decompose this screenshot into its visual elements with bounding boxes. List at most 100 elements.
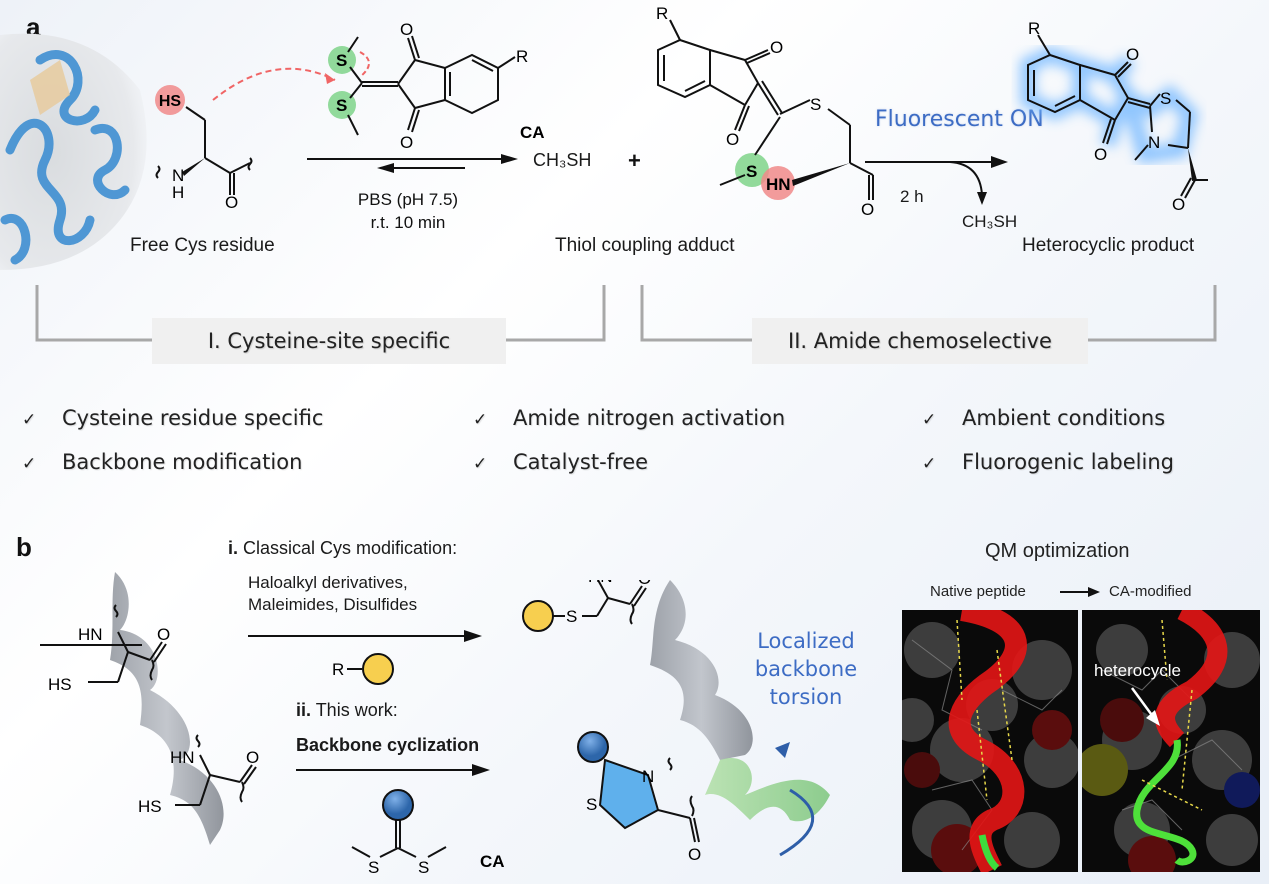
svg-text:HS: HS (48, 675, 72, 694)
svg-text:O: O (638, 580, 651, 588)
svg-text:S: S (1160, 89, 1171, 108)
starting-peptide-helix: HN O HS HN O HS (40, 572, 259, 845)
thiol-highlight (155, 85, 185, 115)
route-ii-arrow (296, 764, 490, 776)
ca-label: CA (520, 123, 545, 142)
svg-text:N: N (1148, 133, 1160, 152)
heterocycle-pointer-arrow (1130, 687, 1156, 719)
svg-text:N: N (172, 166, 184, 185)
check-icon: ✓ (473, 454, 488, 474)
reaction-condition-solvent: PBS (pH 7.5) (357, 190, 459, 209)
thiol-coupling-adduct-structure: O O S S HN O R (656, 5, 874, 215)
free-cys-structure: HS N H O (155, 85, 253, 210)
svg-text:N: N (642, 767, 654, 786)
product-substituent-r: R (1028, 20, 1040, 38)
svg-text:O: O (157, 625, 170, 644)
route-i-reagents-line2: Maleimides, Disulfides (248, 595, 418, 614)
blue-reagent-icon (382, 789, 414, 821)
check-icon: ✓ (473, 410, 488, 430)
section-brackets (35, 285, 1217, 342)
ca-modified-peptide-render: heterocycle (1082, 610, 1260, 872)
plus-sign: + (628, 148, 641, 173)
svg-text:S: S (336, 96, 347, 115)
svg-text:S: S (746, 162, 757, 181)
feature-label: Amide nitrogen activation (513, 406, 786, 430)
yellow-reagent-icon (522, 600, 554, 632)
qm-title: QM optimization (985, 540, 1130, 562)
route-i-title: i. Classical Cys modification: (228, 538, 457, 559)
svg-text:O: O (400, 20, 413, 39)
route-i-reagents-line1: Haloalkyl derivatives, (248, 573, 408, 592)
svg-text:HN: HN (588, 580, 613, 586)
section-amide-chemoselective: II. Amide chemoselective (752, 318, 1088, 364)
heterocycle-annotation: heterocycle (1094, 661, 1181, 680)
feature-item: ✓ Amide nitrogen activation (473, 406, 785, 430)
svg-text:HN: HN (170, 748, 195, 767)
route-i-prefix: i. (228, 538, 239, 558)
reagent-r-symbol: R (332, 660, 344, 679)
step2-byproduct: CH₃SH (962, 212, 1018, 231)
equilibrium-arrow (307, 154, 518, 173)
check-icon: ✓ (22, 454, 37, 474)
svg-text:S: S (810, 95, 821, 114)
svg-text:O: O (861, 200, 874, 215)
feature-item: ✓ Ambient conditions (922, 406, 1165, 430)
sulfur-highlight-2 (328, 91, 356, 119)
section-cysteine-site-specific: I. Cysteine-site specific (152, 318, 506, 364)
svg-text:O: O (1172, 195, 1185, 210)
svg-text:H: H (172, 183, 184, 202)
feature-item: ✓ Cysteine residue specific (22, 406, 323, 430)
feature-label: Cysteine residue specific (62, 406, 324, 430)
step2-time: 2 h (900, 187, 924, 206)
feature-label: Fluorogenic labeling (962, 450, 1174, 474)
adduct-label: Thiol coupling adduct (555, 235, 735, 256)
svg-text:O: O (246, 748, 259, 767)
ca-substituent-r: R (516, 47, 528, 66)
torsion-label-line2: backbone (754, 657, 858, 681)
ca-generic-reagent: S S CA (351, 789, 505, 875)
route-i-arrow (248, 630, 482, 642)
svg-text:O: O (770, 38, 783, 57)
ca-generic-label: CA (480, 852, 505, 871)
free-cys-label: Free Cys residue (130, 235, 275, 256)
product-label: Heterocyclic product (1022, 235, 1195, 256)
feature-item: ✓Fluorogenic labeling (922, 450, 1174, 474)
svg-text:HS: HS (138, 797, 162, 816)
route-ii-title-text: This work: (311, 700, 398, 720)
panel-b-letter: b (16, 532, 32, 562)
check-icon: ✓ (22, 410, 37, 430)
feature-label: Catalyst-free (513, 450, 649, 474)
svg-text:S: S (368, 858, 379, 875)
check-icon: ✓ (922, 410, 937, 430)
route-ii-prefix: ii. (296, 700, 312, 720)
svg-text:S: S (586, 795, 597, 814)
nucleophilic-attack-arrow (212, 67, 336, 101)
reaction-condition-time: r.t. 10 min (370, 213, 446, 232)
byproduct-methanethiol: CH₃SH (533, 150, 592, 170)
feature-item: ✓ Catalyst-free (473, 450, 648, 474)
yellow-reagent-icon (362, 653, 394, 685)
svg-text:S: S (336, 51, 347, 70)
route-i-title-text: Classical Cys modification: (238, 538, 458, 558)
cyclization-arrow (865, 156, 1008, 205)
fluorescent-on-label: Fluorescent ON (875, 107, 1044, 132)
r-yellow-reagent: R (332, 653, 394, 685)
qm-to-label: CA-modified (1109, 583, 1192, 600)
adduct-substituent-r: R (656, 5, 668, 23)
svg-text:O: O (726, 130, 739, 149)
protein-structure-illustration (0, 33, 147, 270)
heterocyclic-product-structure: O O S N O R (1020, 20, 1208, 210)
svg-text:O: O (400, 133, 413, 150)
route-ii-method: Backbone cyclization (296, 735, 480, 755)
svg-text:HN: HN (766, 175, 791, 194)
qm-from-label: Native peptide (930, 583, 1026, 600)
feature-label: Backbone modification (62, 450, 303, 474)
ca-reagent-structure: S S O O R CA (328, 20, 545, 150)
blue-reagent-icon (577, 731, 609, 763)
route-ii-title: ii. This work: (296, 700, 398, 721)
feature-label: Ambient conditions (962, 406, 1166, 430)
svg-text:S: S (418, 858, 429, 875)
torsion-arrow (779, 788, 815, 857)
qm-transition-arrow (1060, 587, 1100, 597)
thiazolidine-ring (598, 758, 660, 830)
